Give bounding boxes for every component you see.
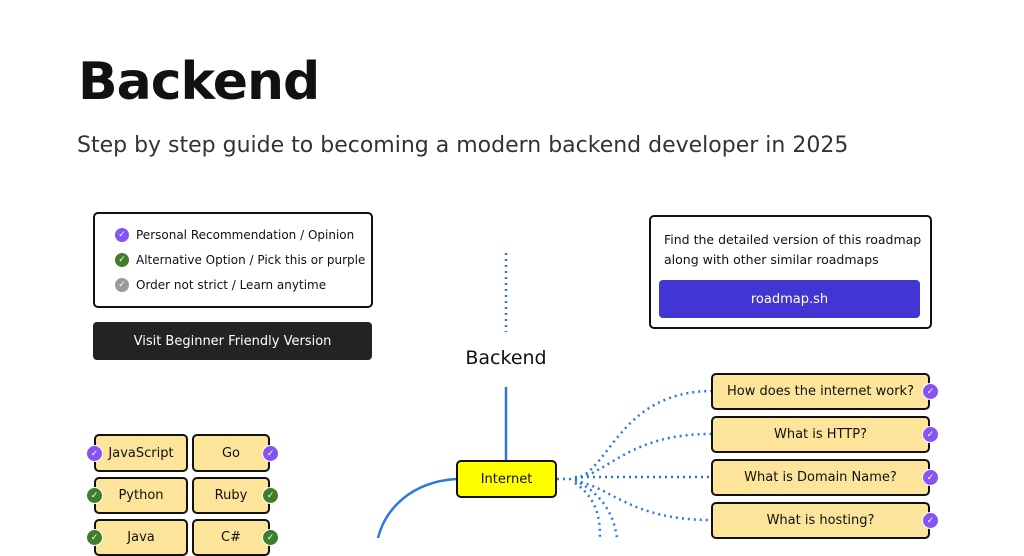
node-label: Go bbox=[221, 445, 241, 461]
legend-label: Personal Recommendation / Opinion bbox=[136, 228, 355, 242]
legend-label: Alternative Option / Pick this or purple bbox=[136, 253, 366, 267]
node-label: What is HTTP? bbox=[774, 427, 867, 442]
connector-lines bbox=[376, 253, 712, 538]
node-what-is-domain-name[interactable]: What is Domain Name? bbox=[711, 459, 930, 496]
check-circle-icon: ✓ bbox=[922, 469, 939, 486]
check-circle-icon: ✓ bbox=[115, 253, 129, 267]
info-text: Find the detailed version of this roadma… bbox=[664, 232, 922, 267]
roadmap-sh-button[interactable]: roadmap.sh bbox=[659, 280, 920, 318]
check-circle-icon: ✓ bbox=[115, 228, 129, 242]
page-title: Backend bbox=[78, 52, 320, 112]
legend-item-order-not-strict: ✓ Order not strict / Learn anytime bbox=[115, 278, 326, 292]
check-circle-icon: ✓ bbox=[922, 383, 939, 400]
node-ruby[interactable]: Ruby bbox=[192, 477, 270, 514]
check-circle-icon: ✓ bbox=[922, 426, 939, 443]
roadmap-root-label: Backend bbox=[465, 347, 547, 369]
node-internet[interactable]: Internet bbox=[456, 460, 557, 498]
check-circle-icon: ✓ bbox=[922, 512, 939, 529]
check-circle-icon: ✓ bbox=[86, 445, 103, 462]
node-what-is-hosting[interactable]: What is hosting? bbox=[711, 502, 930, 539]
node-label: How does the internet work? bbox=[727, 384, 914, 399]
node-label: Python bbox=[118, 488, 164, 503]
check-circle-icon: ✓ bbox=[262, 445, 279, 462]
page-subtitle: Step by step guide to becoming a modern … bbox=[77, 133, 849, 158]
check-circle-icon: ✓ bbox=[115, 278, 129, 292]
info-box: Find the detailed version of this roadma… bbox=[649, 215, 932, 329]
curve-connector bbox=[376, 477, 457, 538]
node-label: What is hosting? bbox=[766, 513, 875, 528]
node-label: JavaScript bbox=[108, 445, 174, 461]
legend-label: Order not strict / Learn anytime bbox=[136, 278, 327, 292]
check-circle-icon: ✓ bbox=[86, 487, 103, 504]
node-python[interactable]: Python bbox=[94, 477, 188, 514]
legend-item-recommendation: ✓ Personal Recommendation / Opinion bbox=[115, 228, 354, 242]
legend-item-alternative: ✓ Alternative Option / Pick this or purp… bbox=[115, 253, 365, 267]
node-javascript[interactable]: JavaScript bbox=[94, 434, 188, 472]
beginner-version-button[interactable]: Visit Beginner Friendly Version bbox=[93, 322, 372, 360]
node-go[interactable]: Go bbox=[192, 434, 270, 472]
node-how-internet-works[interactable]: How does the internet work? bbox=[711, 373, 930, 410]
topic-connectors bbox=[557, 389, 712, 538]
node-label: Ruby bbox=[214, 488, 248, 503]
node-label: What is Domain Name? bbox=[744, 470, 897, 485]
node-what-is-http[interactable]: What is HTTP? bbox=[711, 416, 930, 453]
check-circle-icon: ✓ bbox=[262, 487, 279, 504]
legend: ✓ Personal Recommendation / Opinion ✓ Al… bbox=[93, 212, 373, 308]
